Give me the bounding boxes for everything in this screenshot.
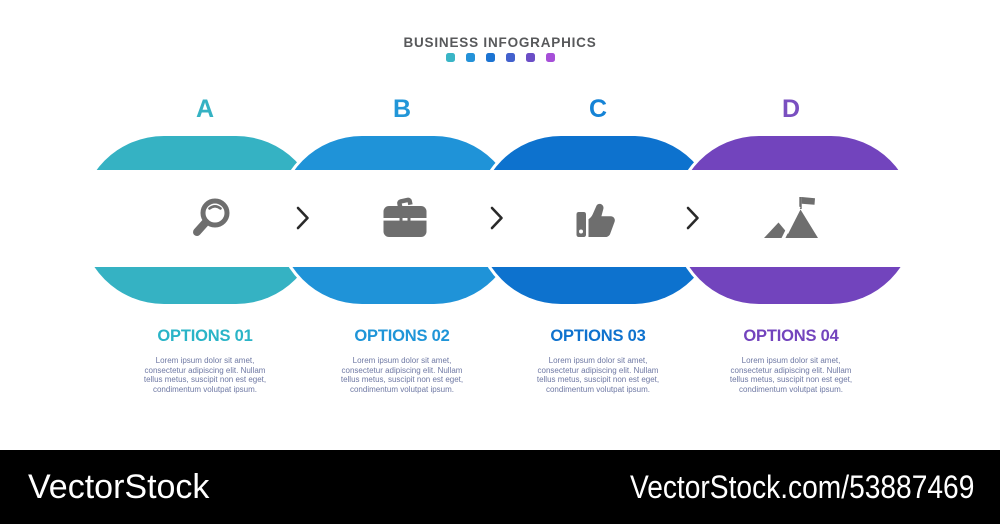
option-label: OPTIONS 01 bbox=[157, 327, 253, 345]
option-label: OPTIONS 04 bbox=[743, 327, 839, 345]
watermark-brand: VectorStock bbox=[28, 467, 210, 506]
option-label: OPTIONS 02 bbox=[354, 327, 450, 345]
option-description: Lorem ipsum dolor sit amet, consectetur … bbox=[536, 356, 660, 394]
color-dot bbox=[545, 53, 555, 62]
chevron-right-icon bbox=[296, 205, 310, 231]
color-dot bbox=[485, 53, 495, 62]
step-letter-d: D bbox=[781, 95, 801, 123]
mountain-flag-icon bbox=[763, 196, 821, 241]
color-dot bbox=[505, 53, 515, 62]
option-column-2: OPTIONS 02 Lorem ipsum dolor sit amet, c… bbox=[302, 327, 502, 394]
page-title: BUSINESS INFOGRAPHICS bbox=[403, 35, 597, 50]
option-description: Lorem ipsum dolor sit amet, consectetur … bbox=[729, 356, 853, 394]
option-column-1: OPTIONS 01 Lorem ipsum dolor sit amet, c… bbox=[105, 327, 305, 394]
chevron-right-icon bbox=[490, 205, 504, 231]
color-dot bbox=[465, 53, 475, 62]
chevron-right-icon bbox=[686, 205, 700, 231]
briefcase-icon bbox=[382, 196, 428, 240]
option-description: Lorem ipsum dolor sit amet, consectetur … bbox=[340, 356, 464, 394]
option-description: Lorem ipsum dolor sit amet, consectetur … bbox=[143, 356, 267, 394]
option-column-3: OPTIONS 03 Lorem ipsum dolor sit amet, c… bbox=[498, 327, 698, 394]
color-dot bbox=[445, 53, 455, 62]
step-letter-c: C bbox=[588, 95, 608, 123]
step-letter-b: B bbox=[392, 95, 412, 123]
option-label: OPTIONS 03 bbox=[550, 327, 646, 345]
title-color-dots bbox=[0, 53, 1000, 62]
watermark-bar: VectorStock VectorStock.com/53887469 bbox=[0, 450, 1000, 524]
watermark-site-ref: VectorStock.com/53887469 bbox=[629, 468, 974, 505]
step-letter-a: A bbox=[195, 95, 215, 123]
option-column-4: OPTIONS 04 Lorem ipsum dolor sit amet, c… bbox=[691, 327, 891, 394]
search-icon bbox=[188, 194, 236, 242]
thumbs-up-icon bbox=[575, 197, 621, 239]
color-dot bbox=[525, 53, 535, 62]
